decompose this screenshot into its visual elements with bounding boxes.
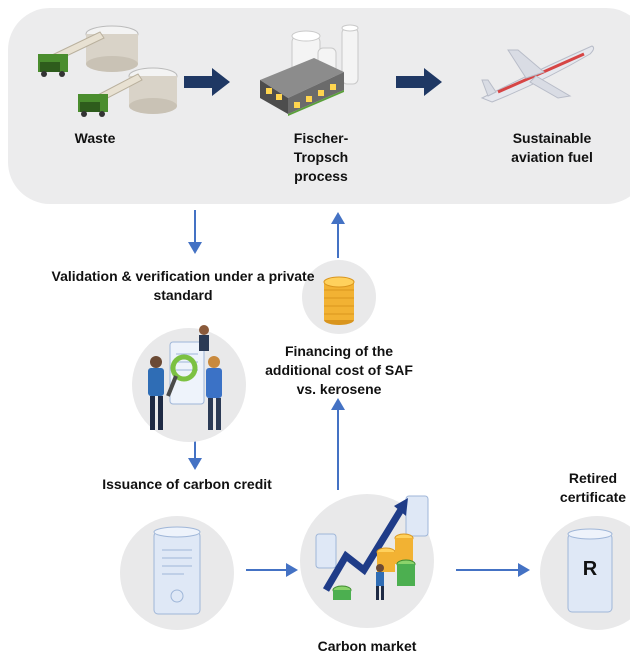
validation-label: Validation & verification under a privat… [51, 268, 315, 303]
process-label: Fischer-Tropsch process [293, 130, 349, 184]
arrow-right-icon [456, 563, 530, 577]
arrow-right-icon [396, 68, 444, 96]
certificate-scroll-icon [144, 524, 210, 622]
arrow-down-icon [188, 440, 202, 470]
waste-silos-illustration [30, 18, 180, 118]
retired-certificate-icon: R [562, 528, 618, 618]
arrow-right-icon [184, 68, 232, 96]
retired-label: Retired certificate [559, 470, 627, 505]
airplane-illustration [478, 36, 598, 108]
carbon-market-label: Carbon market [317, 638, 417, 654]
arrow-up-icon [331, 398, 345, 490]
arrow-down-icon [188, 210, 202, 254]
arrow-up-icon [331, 212, 345, 258]
financing-label: Financing of the additional cost of SAF … [265, 343, 413, 397]
arrow-right-icon [246, 563, 298, 577]
factory-illustration [252, 18, 382, 118]
certificate-mark: R [582, 558, 598, 580]
market-growth-illustration [306, 494, 442, 610]
fuel-label: Sustainable aviation fuel [511, 130, 593, 165]
waste-label: Waste [74, 130, 116, 146]
verification-people-illustration [130, 322, 246, 440]
issuance-label: Issuance of carbon credit [102, 476, 272, 492]
coin-stack-icon [320, 268, 358, 326]
